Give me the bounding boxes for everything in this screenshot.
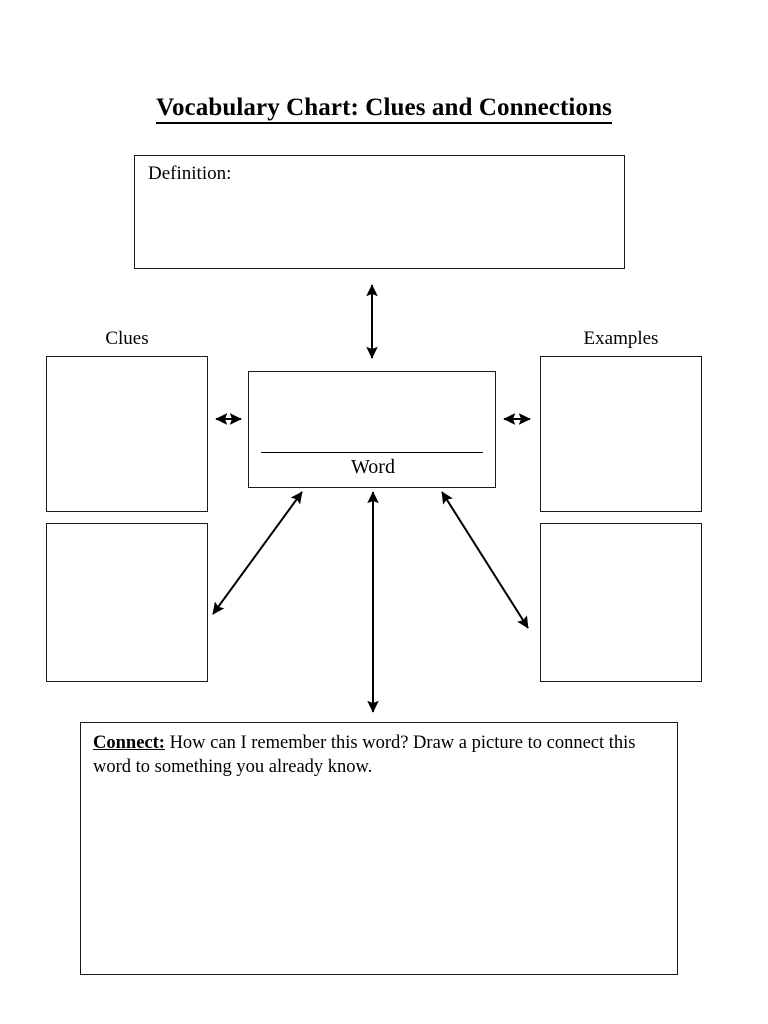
examples-heading: Examples <box>583 328 659 349</box>
arrow-clue-two-to-word <box>212 491 303 615</box>
page-title: Vocabulary Chart: Clues and Connections <box>0 94 768 124</box>
page-title-text: Vocabulary Chart: Clues and Connections <box>156 94 612 124</box>
word-label: Word <box>351 456 395 478</box>
word-box[interactable]: Word <box>248 371 496 488</box>
clue-box-1[interactable] <box>46 356 208 512</box>
connect-prompt: Connect: How can I remember this word? D… <box>93 731 653 779</box>
connect-box[interactable]: Connect: How can I remember this word? D… <box>80 722 678 975</box>
definition-box[interactable]: Definition: <box>134 155 625 269</box>
word-write-in-line[interactable] <box>261 452 483 453</box>
clues-heading: Clues <box>105 328 149 349</box>
connect-keyword: Connect: <box>93 733 165 753</box>
definition-label: Definition: <box>148 163 232 184</box>
connect-prompt-text: How can I remember this word? Draw a pic… <box>93 733 636 777</box>
clue-box-2[interactable] <box>46 523 208 682</box>
example-box-2[interactable] <box>540 523 702 682</box>
arrow-example-two-to-word <box>441 491 529 629</box>
example-box-1[interactable] <box>540 356 702 512</box>
